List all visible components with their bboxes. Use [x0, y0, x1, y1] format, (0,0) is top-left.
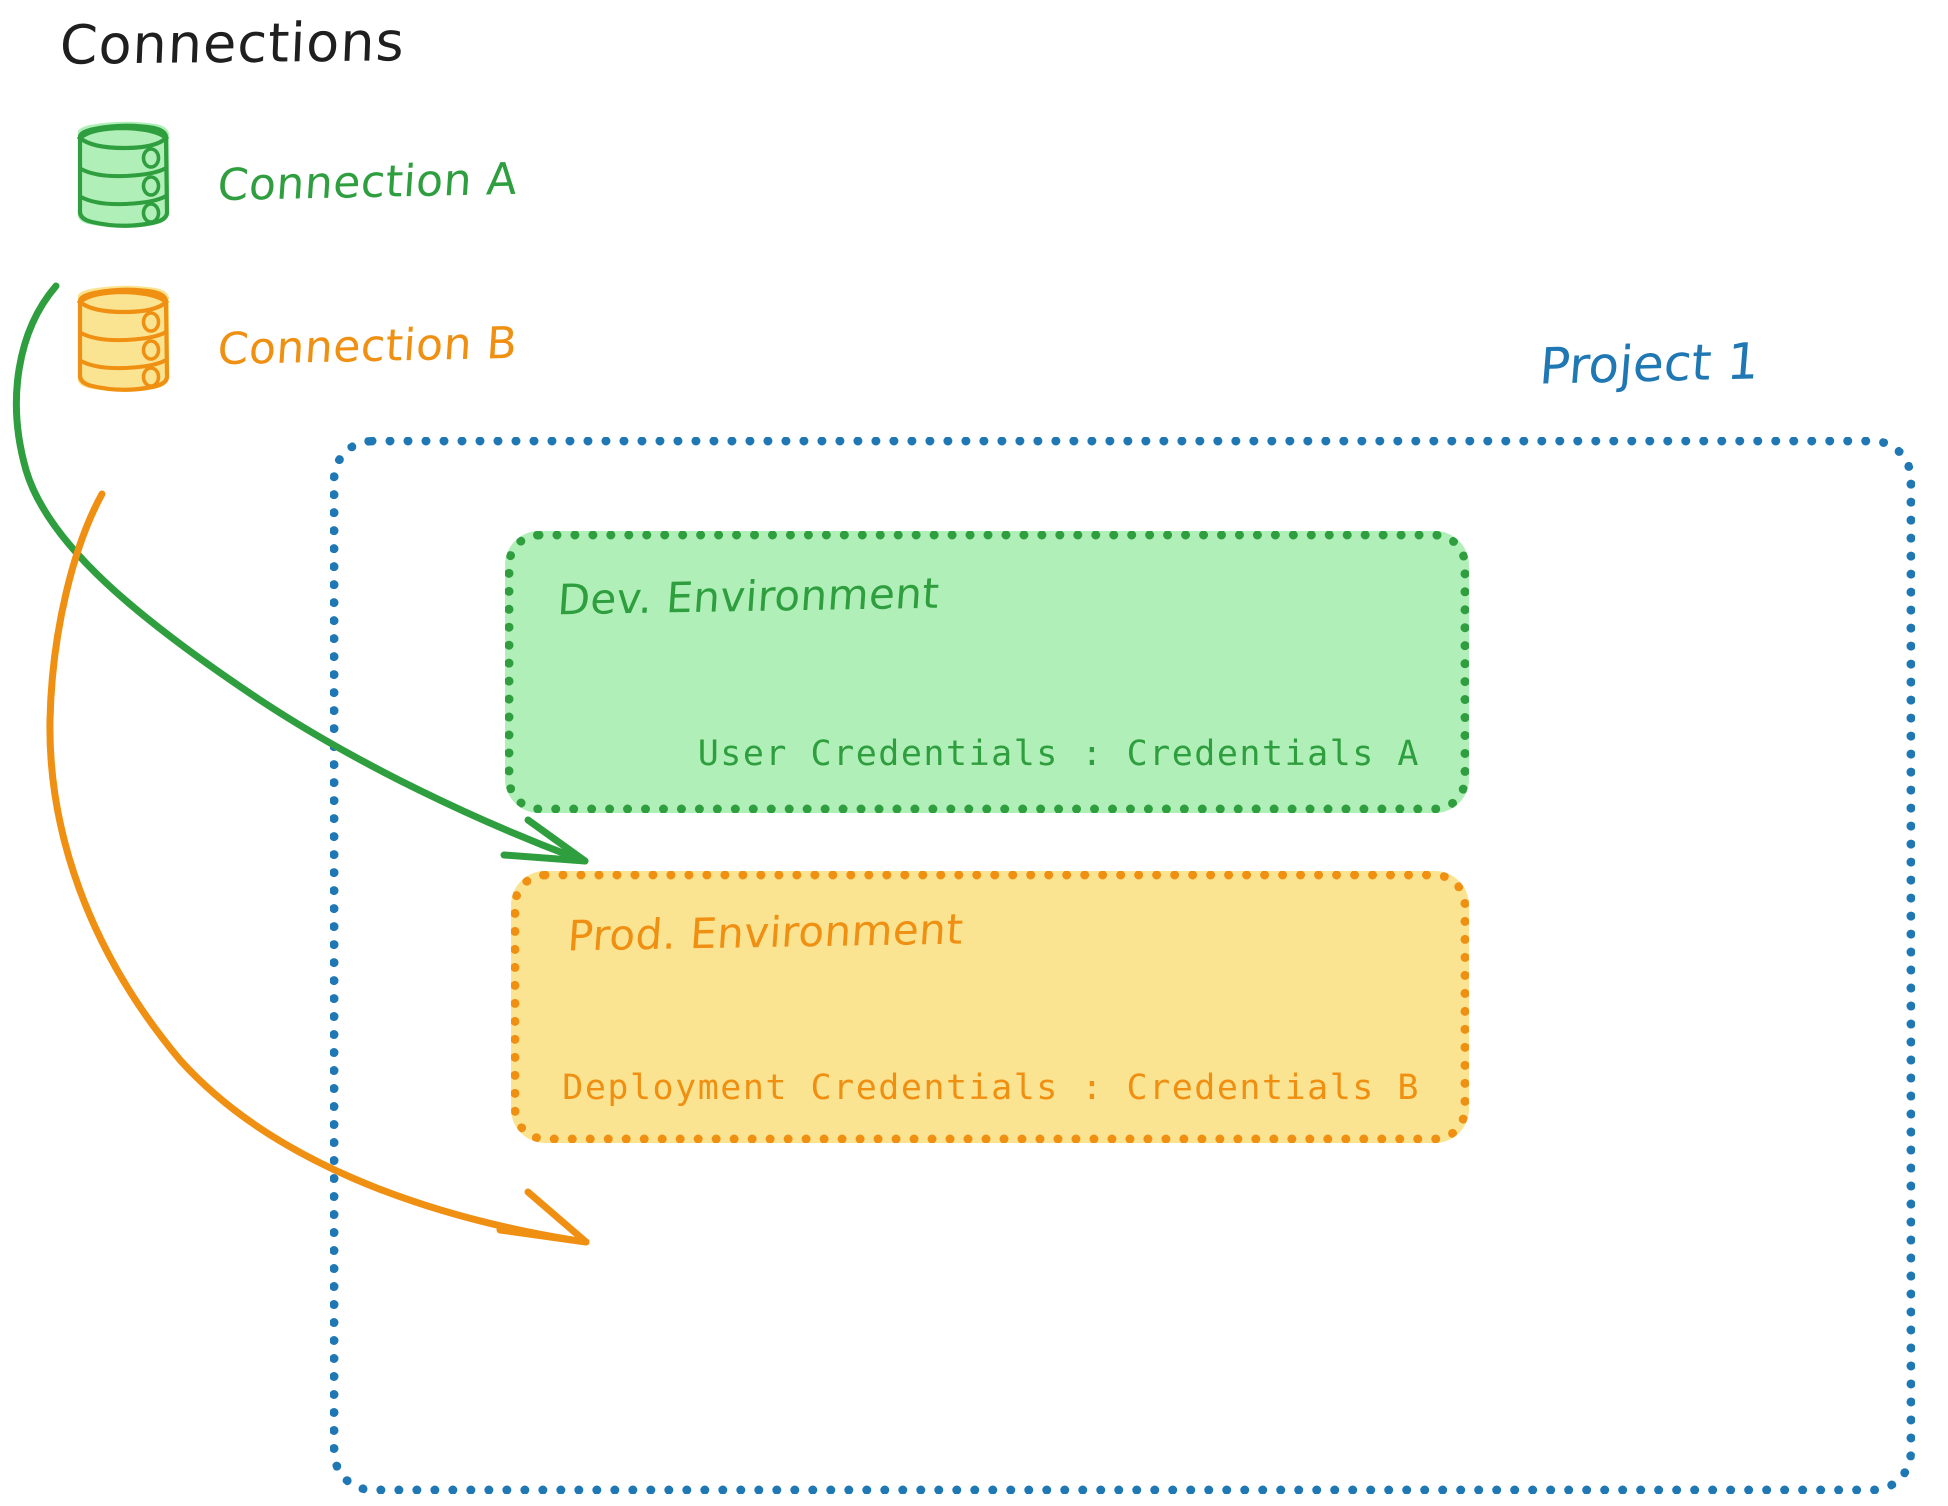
prod-environment-box[interactable]: Prod. Environment Deployment Credentials… [511, 871, 1469, 1143]
database-cylinder-icon [68, 112, 180, 238]
connection-b-label: Connection B [216, 317, 520, 375]
connection-row-a[interactable]: Connection A [68, 112, 519, 238]
dev-environment-title: Dev. Environment [556, 568, 942, 625]
database-cylinder-icon [68, 276, 180, 402]
page-title: Connections [58, 10, 407, 77]
project-container: Dev. Environment User Credentials : Cred… [330, 437, 1915, 1494]
prod-environment-credentials: Deployment Credentials : Credentials B [562, 1068, 1420, 1108]
dev-environment-credentials: User Credentials : Credentials A [697, 734, 1420, 774]
prod-environment-title: Prod. Environment [566, 904, 965, 961]
connection-a-label: Connection A [216, 153, 519, 211]
dev-environment-box[interactable]: Dev. Environment User Credentials : Cred… [505, 531, 1469, 813]
connection-row-b[interactable]: Connection B [68, 276, 520, 402]
project-title: Project 1 [1537, 332, 1762, 396]
